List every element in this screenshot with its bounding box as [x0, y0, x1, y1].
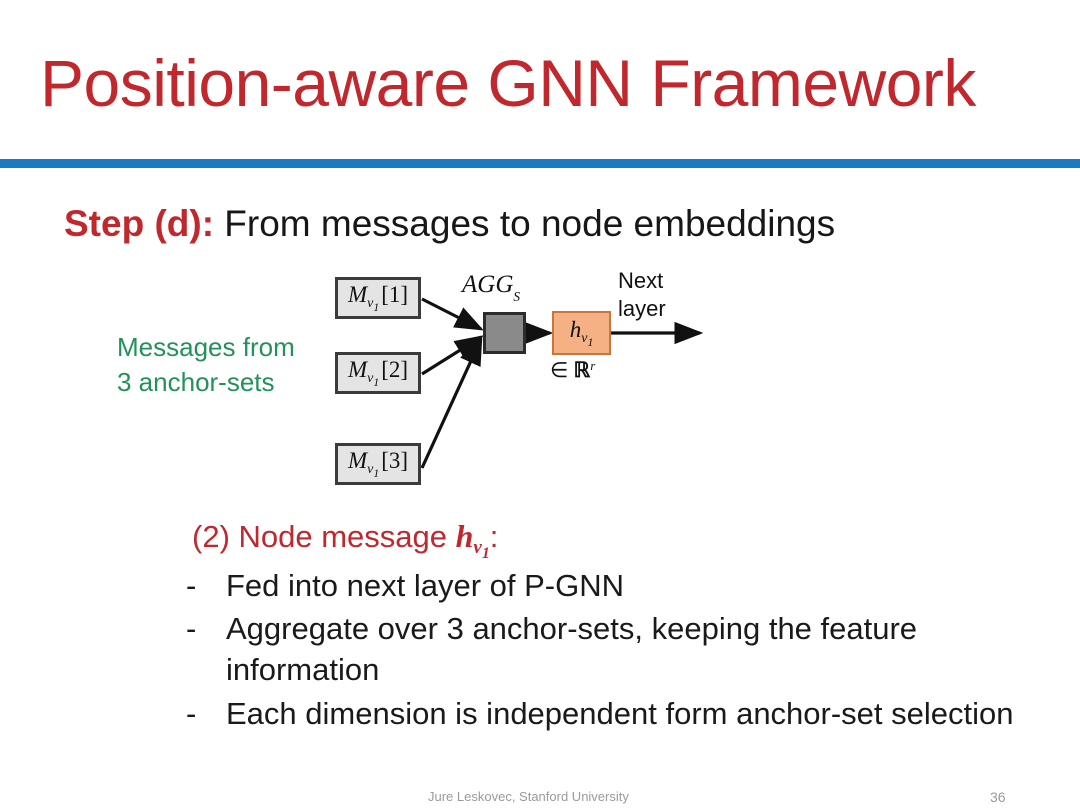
arrow-msg1-to-agg — [421, 297, 484, 331]
step-description: From messages to node embeddings — [214, 203, 836, 244]
node-message-heading: (2) Node message hv1: — [192, 518, 498, 563]
title-divider-rule — [0, 159, 1080, 168]
hidden-embedding-label: hv1 — [569, 317, 594, 349]
next-layer-line2: layer — [618, 295, 666, 321]
aggregation-label: AGGS — [462, 271, 521, 305]
aggregation-box — [483, 312, 526, 354]
hidden-embedding-box: hv1 — [552, 311, 611, 355]
message-box-2: Mv1[2] — [335, 352, 421, 394]
messages-source-caption: Messages from 3 anchor-sets — [117, 330, 295, 400]
next-layer-caption: Next layer — [618, 267, 666, 322]
list-item: - Fed into next layer of P-GNN — [186, 565, 1046, 606]
message-box-3-label: Mv1[3] — [347, 448, 409, 480]
diagram-connector-arrows — [420, 297, 704, 469]
message-box-2-label: Mv1[2] — [347, 357, 409, 389]
page-title: Position-aware GNN Framework — [40, 46, 976, 120]
next-layer-line1: Next — [618, 268, 664, 293]
messages-caption-line1: Messages from — [117, 332, 295, 362]
arrow-msg3-to-agg — [420, 336, 483, 469]
bullet-text: Each dimension is independent form ancho… — [226, 695, 1014, 731]
message-box-1-label: Mv1[1] — [347, 282, 409, 314]
bullet-list: - Fed into next layer of P-GNN - Aggrega… — [186, 565, 1046, 736]
bullet-text: Fed into next layer of P-GNN — [226, 568, 624, 603]
embedding-space-notation: ∈ ℝr — [550, 358, 596, 382]
node-message-symbol: hv1 — [455, 518, 490, 562]
message-box-1: Mv1[1] — [335, 277, 421, 319]
list-item: - Each dimension is independent form anc… — [186, 693, 1046, 734]
node-message-prefix: (2) Node message — [192, 519, 456, 554]
step-heading: Step (d): From messages to node embeddin… — [64, 203, 835, 246]
bullet-marker: - — [186, 611, 197, 647]
bullet-marker: - — [186, 695, 197, 731]
step-label: Step (d): — [64, 203, 215, 244]
node-message-suffix: : — [489, 519, 499, 554]
list-item: - Aggregate over 3 anchor-sets, keeping … — [186, 608, 1046, 690]
message-box-3: Mv1[3] — [335, 443, 421, 485]
bullet-marker: - — [186, 568, 197, 603]
messages-caption-line2: 3 anchor-sets — [117, 367, 275, 398]
bullet-text: Aggregate over 3 anchor-sets, keeping th… — [226, 611, 918, 688]
pgnn-aggregation-diagram: Mv1[1] Mv1[2] Mv1[3] AGGS hv1 ∈ ℝr Next … — [0, 255, 1080, 505]
footer-credit: Jure Leskovec, Stanford University — [428, 789, 629, 804]
footer-page-number: 36 — [990, 789, 1006, 805]
